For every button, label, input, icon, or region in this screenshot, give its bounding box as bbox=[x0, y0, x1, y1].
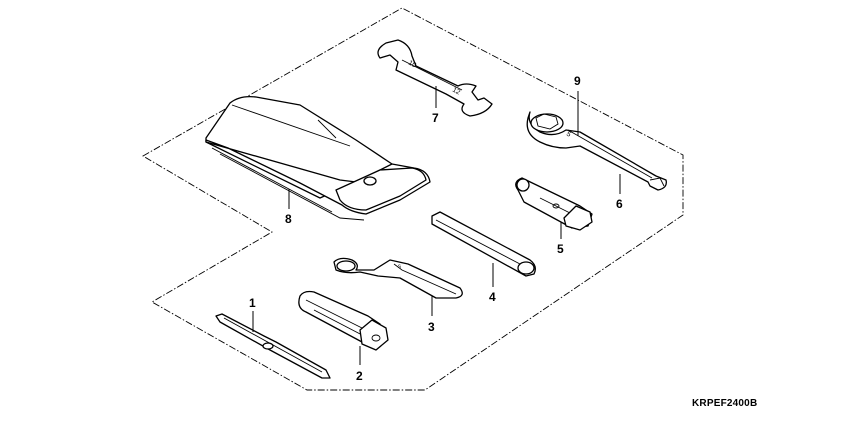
spark-plug-wrench bbox=[515, 177, 593, 231]
callout-4: 4 bbox=[489, 290, 496, 304]
screwdriver-shaft bbox=[215, 313, 331, 379]
callout-6: 6 bbox=[616, 197, 623, 211]
callout-1: 1 bbox=[249, 296, 256, 310]
svg-text:s: s bbox=[398, 264, 401, 270]
screwdriver-handle bbox=[298, 290, 389, 351]
pin-spanner-wrench: s bbox=[333, 257, 463, 299]
box-wrench: 5 bbox=[526, 111, 667, 191]
callout-7: 7 bbox=[432, 111, 439, 125]
handle-bar bbox=[431, 211, 536, 277]
callout-8: 8 bbox=[285, 212, 292, 226]
callout-2: 2 bbox=[356, 369, 363, 383]
drawing-code: KRPEF2400B bbox=[692, 398, 758, 409]
tool-bag bbox=[205, 95, 431, 221]
callout-9: 9 bbox=[574, 74, 581, 88]
wrench-mark-large: 12 bbox=[451, 87, 461, 97]
wrench-mark-small: 10 bbox=[407, 60, 417, 70]
callout-5: 5 bbox=[557, 242, 564, 256]
svg-text:5: 5 bbox=[565, 131, 572, 139]
callout-3: 3 bbox=[428, 320, 435, 334]
kit-boundary bbox=[142, 7, 684, 391]
open-end-wrench: 10 12 bbox=[377, 39, 493, 117]
